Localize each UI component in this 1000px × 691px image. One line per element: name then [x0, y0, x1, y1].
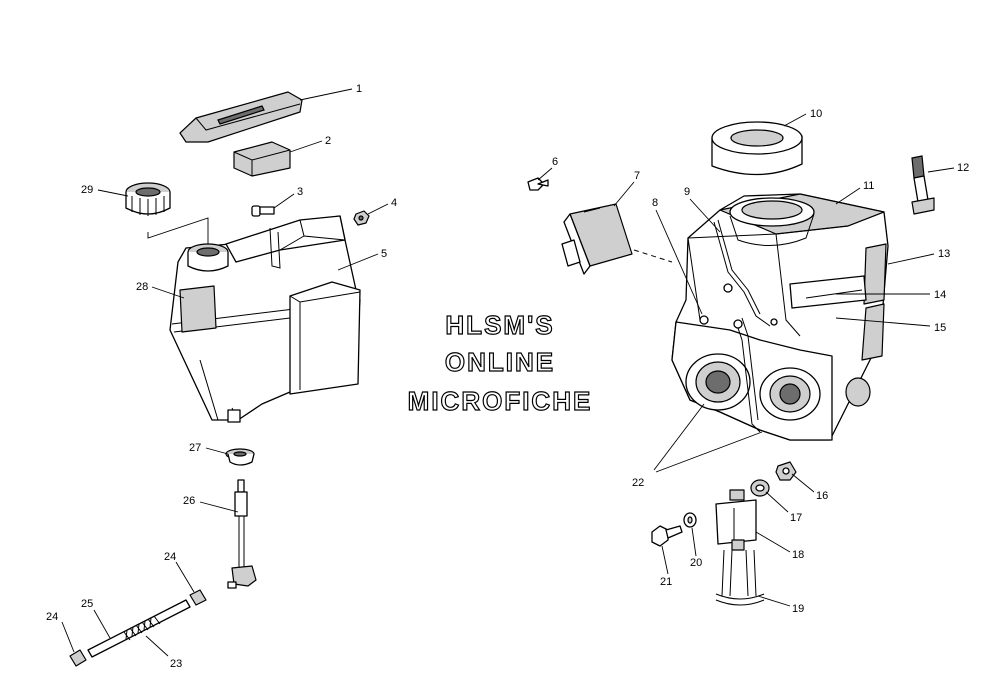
part-24-clamp-right — [189, 589, 207, 606]
callout-2: 2 — [325, 135, 331, 147]
watermark-line-3: MICROFICHE — [408, 386, 593, 416]
part-17-washer — [750, 479, 770, 497]
callout-10: 10 — [810, 108, 822, 120]
callout-11: 11 — [863, 180, 874, 192]
watermark-line-1: HLSM'S — [445, 310, 554, 340]
callout-1: 1 — [356, 83, 362, 95]
part-26-pickup — [227, 479, 257, 589]
part-21-bolt — [651, 525, 683, 547]
callout-26: 26 — [183, 495, 195, 507]
callout-7: 7 — [634, 170, 640, 182]
part-3-bolt — [251, 205, 275, 217]
part-27-grommet — [225, 448, 255, 466]
airbox-body — [671, 193, 889, 441]
part-29-cap — [125, 182, 171, 216]
callout-20: 20 — [690, 557, 702, 569]
callout-17: 17 — [790, 512, 802, 524]
callout-24-left: 24 — [46, 611, 58, 623]
callout-6: 6 — [552, 156, 558, 168]
part-10-foam-ring — [711, 121, 803, 176]
callout-23: 23 — [170, 658, 182, 670]
part-1-cover — [179, 91, 303, 143]
callout-19: 19 — [792, 603, 804, 615]
callout-9: 9 — [684, 186, 690, 198]
callout-3: 3 — [297, 186, 303, 198]
callout-21: 21 — [660, 576, 672, 588]
part-18-bracket — [715, 489, 757, 551]
callout-24-right: 24 — [164, 551, 176, 563]
callout-16: 16 — [816, 490, 828, 502]
callout-25: 25 — [81, 598, 93, 610]
callout-18: 18 — [792, 549, 804, 561]
callout-4: 4 — [391, 197, 397, 209]
module-mount-line — [633, 249, 673, 263]
callout-14: 14 — [934, 289, 946, 301]
part-2-pad — [233, 141, 291, 177]
callout-5: 5 — [381, 248, 387, 260]
callout-13: 13 — [938, 248, 950, 260]
callout-22: 22 — [632, 477, 644, 489]
part-23-spring — [123, 615, 161, 641]
part-5-oil-tank — [169, 215, 361, 423]
part-6-screw — [527, 177, 549, 191]
callout-27: 27 — [189, 442, 201, 454]
part-24-clamp-left — [69, 649, 87, 667]
callouts: 1 2 3 4 5 6 7 8 9 10 11 12 13 14 15 16 1 — [46, 83, 969, 670]
callout-28: 28 — [136, 281, 148, 293]
callout-8: 8 — [652, 197, 658, 209]
callout-15: 15 — [934, 322, 946, 334]
part-20-washer — [683, 512, 697, 528]
part-19-strap — [715, 549, 765, 606]
part-7-module — [561, 203, 633, 275]
part-16-nut — [775, 461, 797, 481]
watermark-line-2: ONLINE — [445, 347, 555, 377]
part-12-clip — [911, 155, 935, 215]
callout-29: 29 — [81, 184, 93, 196]
callout-12: 12 — [957, 162, 969, 174]
part-4-nut — [353, 210, 370, 226]
